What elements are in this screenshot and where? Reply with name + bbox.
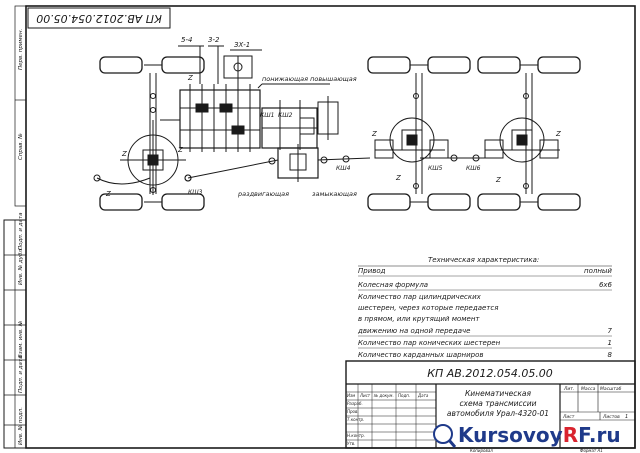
label-z-h: Z	[555, 130, 561, 138]
change-col-list: Лист	[359, 393, 371, 398]
rear-axle	[477, 56, 581, 211]
title-block-name-1: Кинематическая	[465, 389, 532, 398]
label-dist-right: замыкающая	[312, 190, 357, 198]
label-range-high: понижающая повышающая	[262, 75, 357, 83]
watermark: KursovoyRF.ru	[433, 423, 621, 448]
char-row-6-value: 7	[608, 327, 613, 335]
title-block-name-3: автомобиля Урал-4320-01	[447, 409, 549, 418]
middle-axle	[367, 56, 471, 211]
char-row-7-label: Количество пар конических шестерен	[358, 339, 501, 347]
label-z-e: Z	[371, 130, 377, 138]
char-row-7-value: 1	[608, 339, 612, 347]
strip-field-3: Подп. и дата	[18, 212, 24, 250]
char-row-6-label: движению на одной передаче	[357, 327, 470, 335]
transfer-case	[257, 83, 339, 182]
label-ksh2: КШ2	[278, 112, 293, 119]
change-col-date: Дата	[417, 393, 429, 398]
label-ksh1: КШ1	[260, 112, 275, 119]
label-ksh4: КШ4	[336, 165, 351, 172]
kinematic-diagram	[93, 45, 581, 211]
title-col-mass: Масса	[581, 386, 596, 392]
char-row-1-label: Привод	[358, 267, 386, 275]
technical-characteristics: Техническая характеристика: Привод полны…	[357, 256, 613, 359]
label-z-b: Z	[121, 150, 127, 158]
title-block	[345, 360, 636, 449]
strip-field-6: Подп. и дата	[18, 355, 24, 393]
label-ksh5: КШ5	[428, 165, 443, 172]
label-3-2: 3-2	[208, 36, 220, 44]
left-strip-labels: Перв. примен. Справ. № Подп. и дата Инв.…	[18, 28, 24, 445]
label-z-c: Z	[177, 146, 183, 154]
role-utv: Утв.	[347, 441, 355, 446]
label-ksh3: КШ3	[188, 189, 203, 196]
strip-field-7: Инв. № подл.	[18, 407, 24, 445]
top-stamp-code: КП АВ.2012.054.05.00	[36, 12, 162, 25]
change-col-sign: Подп.	[398, 393, 410, 398]
sheet-frame	[3, 5, 636, 449]
char-row-3-label: Количество пар цилиндрических	[358, 293, 482, 301]
char-row-2-value: 6х6	[599, 281, 613, 289]
characteristics-title: Техническая характеристика:	[428, 256, 539, 264]
title-sheet: Лист	[562, 414, 575, 420]
label-z-g: Z	[495, 176, 501, 184]
label-ksh6: КШ6	[466, 165, 481, 172]
char-row-8-value: 8	[608, 351, 613, 359]
strip-field-5: Взам. инв. №	[18, 320, 24, 358]
change-col-izm: Изм	[347, 393, 355, 398]
label-z-a: Z	[105, 190, 111, 198]
strip-field-1: Перв. примен.	[18, 28, 24, 70]
strip-field-4: Инв. № дубл.	[18, 247, 24, 285]
top-stamp: КП АВ.2012.054.05.00	[27, 7, 171, 29]
char-row-4-label: шестерен, через которые передается	[358, 304, 498, 312]
title-sheets-count: 1	[625, 414, 628, 420]
label-z-f: Z	[395, 174, 401, 182]
change-col-doc: № докум.	[373, 393, 394, 398]
title-sheets: Листов	[602, 414, 620, 420]
title-col-lit: Лит.	[563, 386, 574, 392]
title-block-code: КП АВ.2012.054.05.00	[427, 367, 553, 380]
title-block-text: КП АВ.2012.054.05.00 Кинематическая схем…	[347, 367, 628, 453]
strip-field-2: Справ. №	[18, 133, 24, 160]
copied-label: Копировал	[470, 448, 493, 453]
watermark-text: KursovoyRF.ru	[458, 423, 621, 447]
label-5-4: 5-4	[181, 36, 192, 44]
role-nkontr: Н.контр.	[347, 433, 365, 438]
role-prov: Пров.	[347, 409, 359, 414]
char-row-1-value: полный	[584, 267, 612, 275]
gearbox	[178, 45, 262, 152]
label-z-d: Z	[187, 74, 193, 82]
format-label: Формат А1	[580, 448, 603, 453]
role-razrab: Разраб.	[347, 401, 363, 406]
label-dist-left: раздвигающая	[237, 190, 289, 198]
char-row-2-label: Колесная формула	[358, 281, 428, 289]
role-tkontr: Т.контр.	[347, 417, 364, 422]
char-row-8-label: Количество карданных шарниров	[358, 351, 484, 359]
char-row-5-label: в прямом, или крутящий момент	[358, 315, 480, 323]
title-block-name-2: схема трансмиссии	[459, 399, 536, 408]
diagram-labels: 5-4 3-2 ЗХ-1 понижающая повышающая раздв…	[105, 36, 561, 198]
title-col-scale: Масштаб	[600, 386, 622, 392]
label-zx-1: ЗХ-1	[234, 41, 250, 49]
